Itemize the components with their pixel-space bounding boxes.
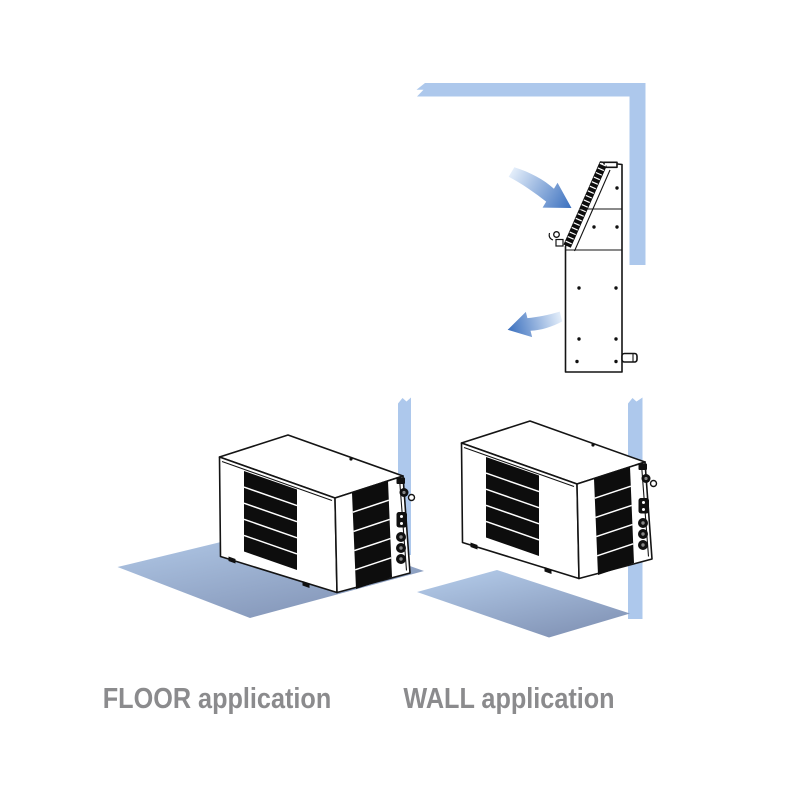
floor-application-label: FLOOR application [102,683,332,715]
side-view-scene [416,83,646,373]
airflow-out-arrow [507,311,563,338]
screw-dots [575,186,619,364]
intake-inner-line [573,169,611,252]
wall-unit [460,420,658,580]
wall-bar-vertical [629,96,646,265]
airflow-in-arrow [508,167,572,209]
latch-hook [548,231,564,247]
wall-shadow [417,570,630,638]
wall-application-scene [417,397,658,638]
wall-bar-horizontal [416,83,646,97]
wall-application-label: WALL application [403,683,615,715]
floor-application-scene [117,397,424,618]
unit-side-view [548,161,638,373]
drain-stub [621,352,638,363]
